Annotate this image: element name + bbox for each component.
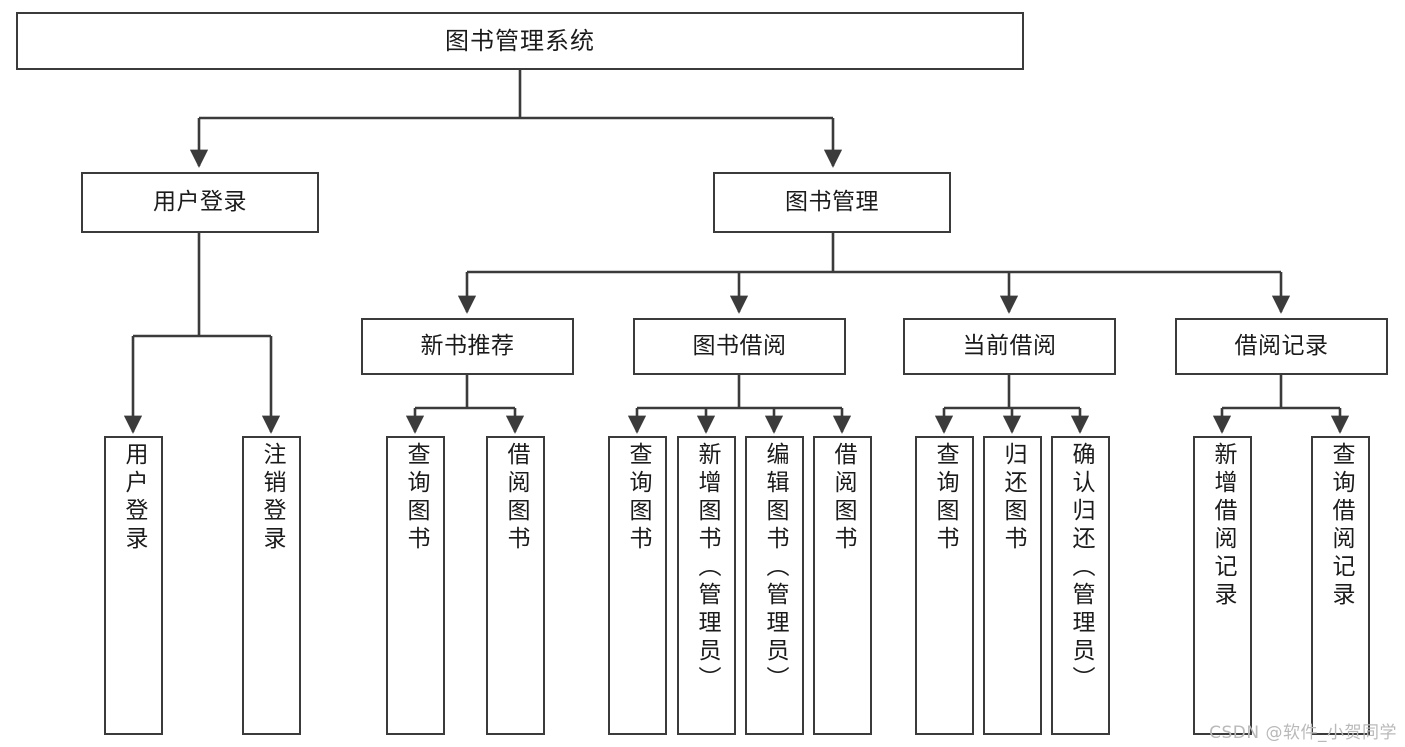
- node-leaf-bookborrow-query-book[interactable]: 查询图书: [608, 436, 667, 735]
- node-leaf-user-login-label: 用户登录: [121, 442, 147, 554]
- node-leaf-borrowrecord-add-record[interactable]: 新增借阅记录: [1193, 436, 1252, 735]
- node-leaf-bookborrow-edit-book-label: 编辑图书（管理员）: [762, 442, 788, 694]
- node-leaf-bookborrow-add-book[interactable]: 新增图书（管理员）: [677, 436, 736, 735]
- node-leaf-newbook-borrow-book[interactable]: 借阅图书: [486, 436, 545, 735]
- node-leaf-currentborrow-query-book[interactable]: 查询图书: [915, 436, 974, 735]
- node-user-login[interactable]: 用户登录: [81, 172, 319, 233]
- node-leaf-currentborrow-confirm-return[interactable]: 确认归还（管理员）: [1051, 436, 1110, 735]
- node-leaf-borrowrecord-add-record-label: 新增借阅记录: [1210, 442, 1236, 610]
- node-leaf-borrowrecord-query-record[interactable]: 查询借阅记录: [1311, 436, 1370, 735]
- node-book-borrow[interactable]: 图书借阅: [633, 318, 846, 375]
- node-user-login-label: 用户登录: [153, 188, 247, 215]
- node-new-book-recommend[interactable]: 新书推荐: [361, 318, 574, 375]
- node-current-borrow[interactable]: 当前借阅: [903, 318, 1116, 375]
- node-borrow-record[interactable]: 借阅记录: [1175, 318, 1388, 375]
- node-leaf-newbook-query-book-label: 查询图书: [403, 442, 429, 554]
- node-leaf-newbook-query-book[interactable]: 查询图书: [386, 436, 445, 735]
- node-current-borrow-label: 当前借阅: [962, 332, 1057, 359]
- node-leaf-bookborrow-add-book-label: 新增图书（管理员）: [694, 442, 720, 694]
- node-leaf-logout[interactable]: 注销登录: [242, 436, 301, 735]
- node-leaf-newbook-borrow-book-label: 借阅图书: [503, 442, 529, 554]
- node-root-system[interactable]: 图书管理系统: [16, 12, 1024, 70]
- csdn-watermark: CSDN @软件_小贺同学: [1209, 723, 1397, 743]
- node-root-system-label: 图书管理系统: [445, 26, 595, 55]
- node-leaf-currentborrow-confirm-return-label: 确认归还（管理员）: [1068, 442, 1094, 694]
- node-leaf-borrowrecord-query-record-label: 查询借阅记录: [1328, 442, 1354, 610]
- node-leaf-logout-label: 注销登录: [259, 442, 285, 554]
- node-book-management[interactable]: 图书管理: [713, 172, 951, 233]
- node-leaf-bookborrow-edit-book[interactable]: 编辑图书（管理员）: [745, 436, 804, 735]
- node-leaf-bookborrow-query-book-label: 查询图书: [625, 442, 651, 554]
- node-leaf-currentborrow-return-book[interactable]: 归还图书: [983, 436, 1042, 735]
- node-book-borrow-label: 图书借阅: [692, 332, 787, 359]
- node-borrow-record-label: 借阅记录: [1234, 332, 1329, 359]
- node-leaf-currentborrow-return-book-label: 归还图书: [1000, 442, 1026, 554]
- node-leaf-user-login[interactable]: 用户登录: [104, 436, 163, 735]
- node-leaf-bookborrow-borrow-book-label: 借阅图书: [830, 442, 856, 554]
- node-leaf-bookborrow-borrow-book[interactable]: 借阅图书: [813, 436, 872, 735]
- node-book-management-label: 图书管理: [785, 188, 879, 215]
- node-leaf-currentborrow-query-book-label: 查询图书: [932, 442, 958, 554]
- node-new-book-recommend-label: 新书推荐: [420, 332, 515, 359]
